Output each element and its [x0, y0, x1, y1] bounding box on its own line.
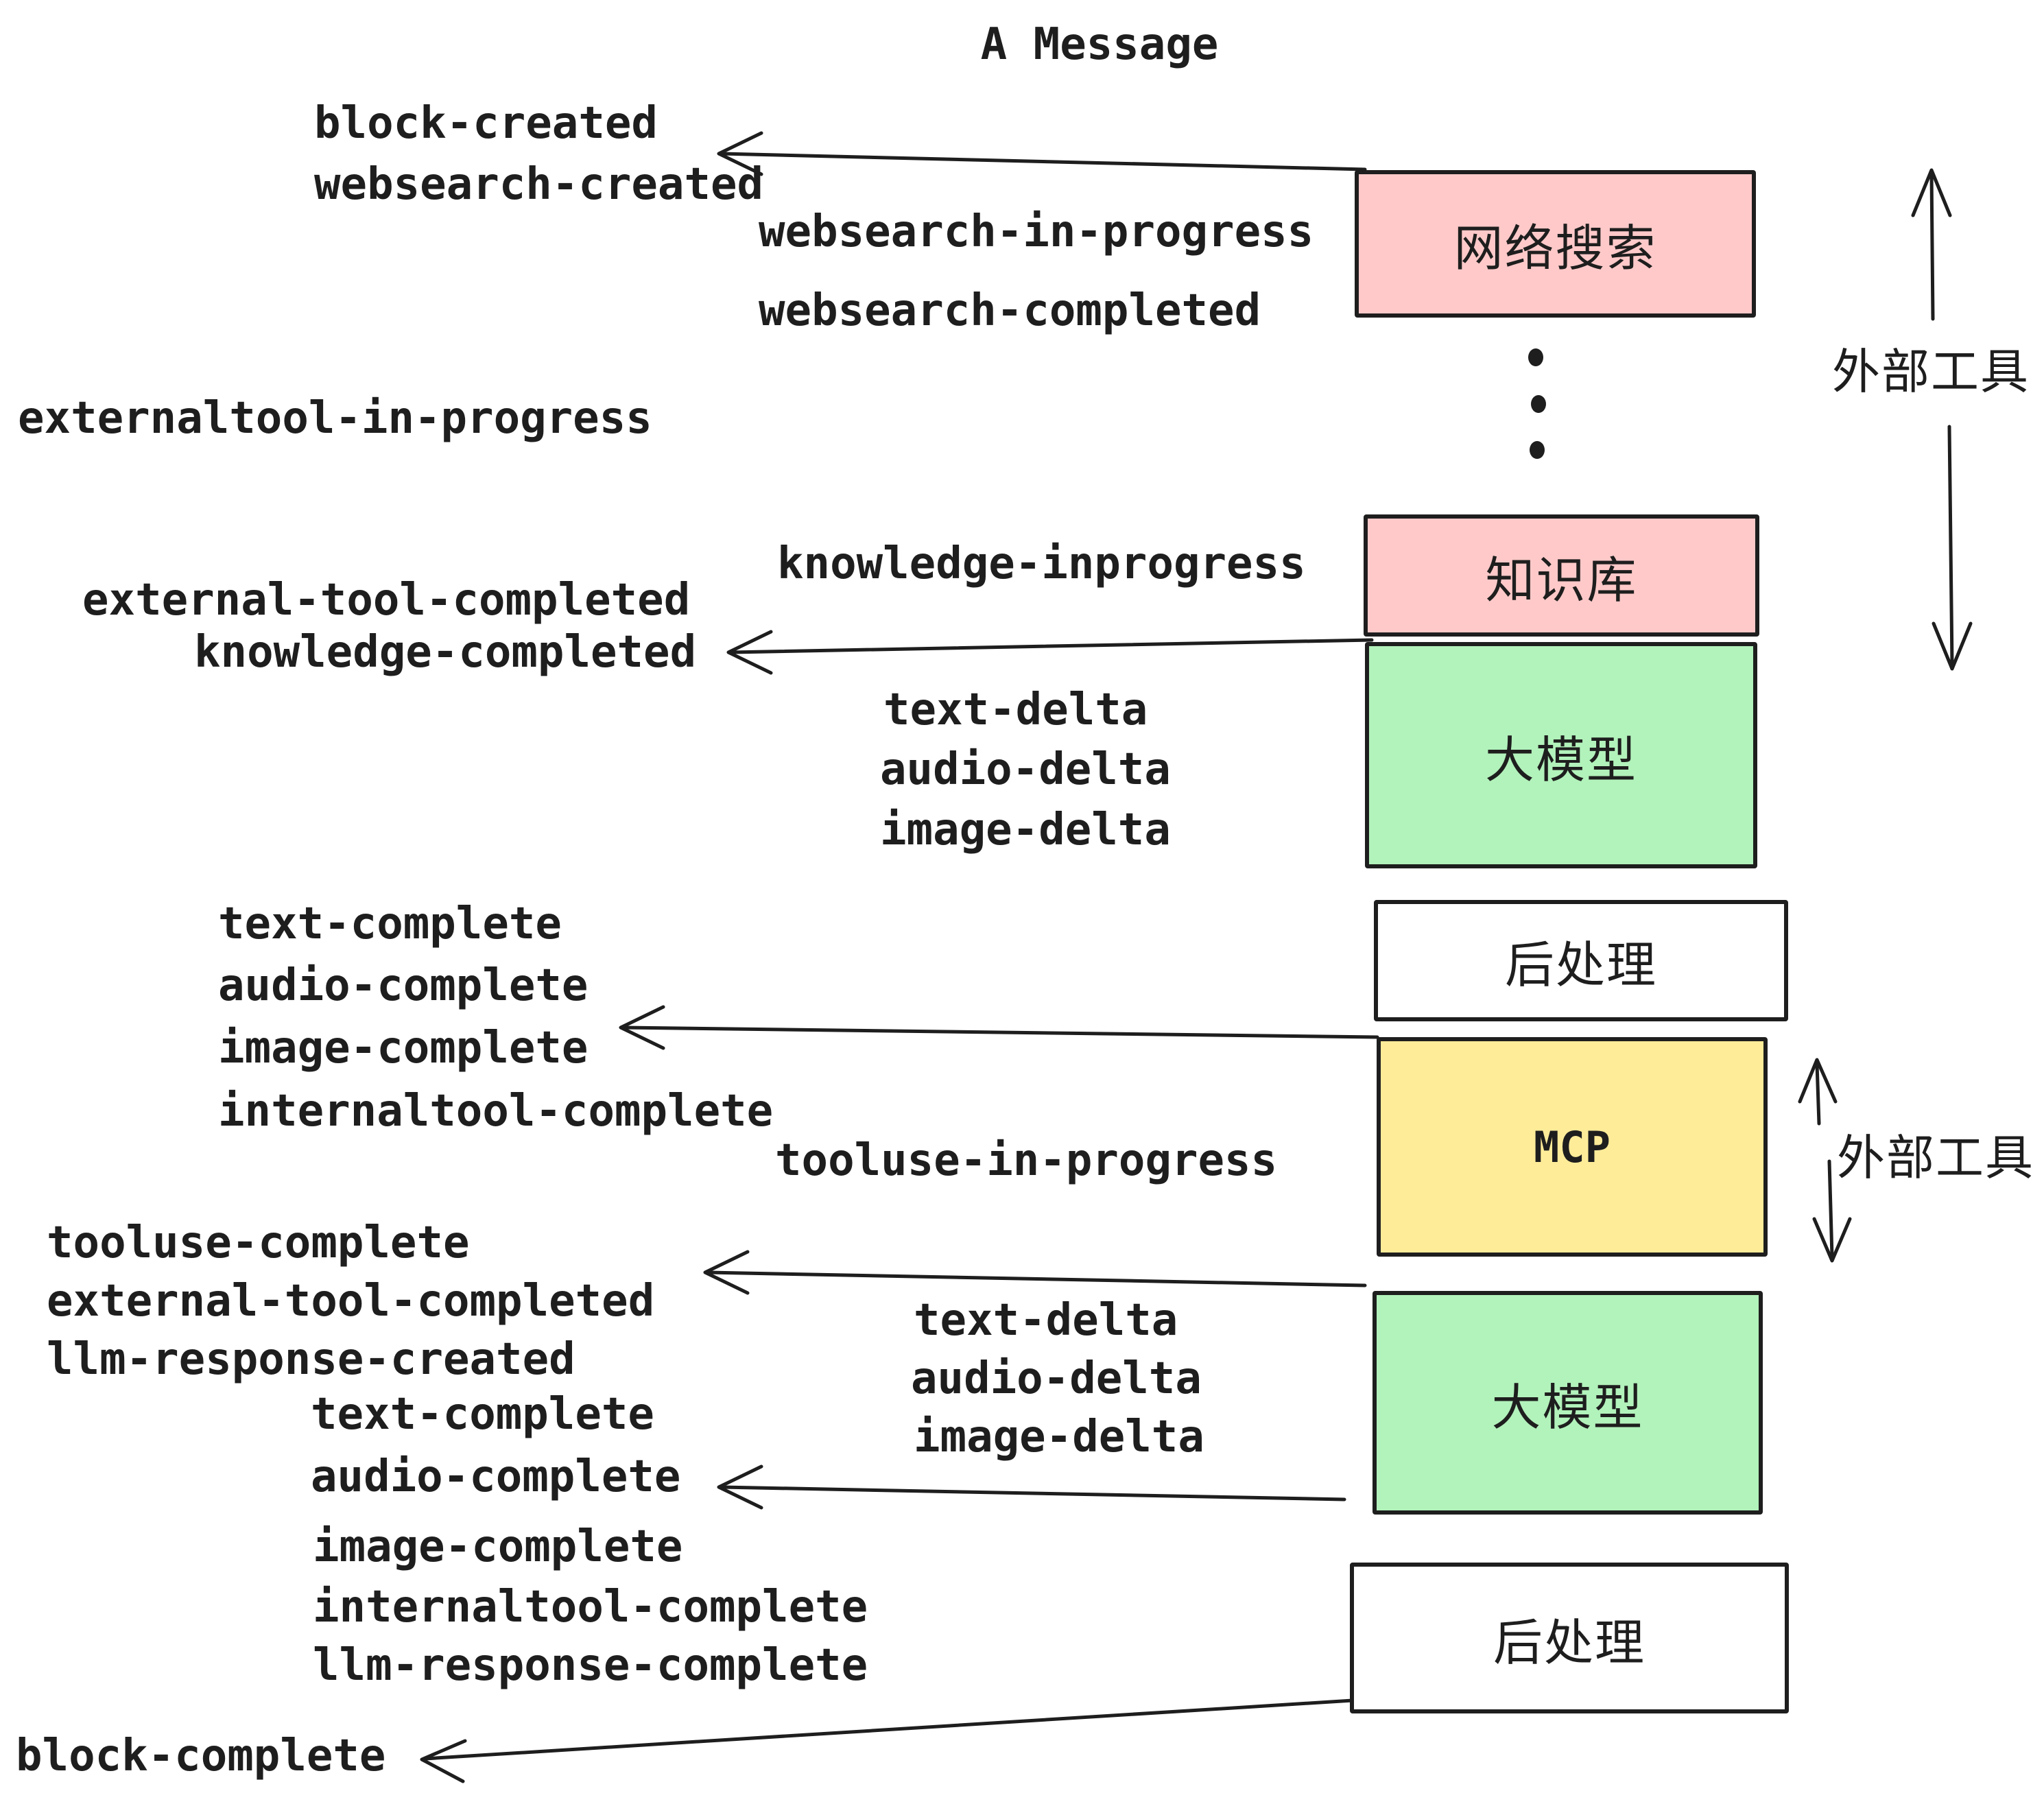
box-knowledge-label: 知识库 — [1485, 553, 1638, 608]
event-image-complete-2: image-complete — [313, 1521, 683, 1572]
box-llm-2: 大模型 — [1372, 1291, 1763, 1515]
event-websearch-in-progress: websearch-in-progress — [759, 206, 1314, 257]
diagram-title: A Message — [980, 19, 1219, 70]
mcp-external-tools-up-arrow — [1798, 1058, 1838, 1126]
arrow-to-audio-complete — [717, 1464, 1346, 1510]
event-knowledge-inprogress: knowledge-inprogress — [777, 538, 1306, 589]
box-postprocess-1: 后处理 — [1374, 900, 1788, 1021]
arrow-to-tooluse-complete — [703, 1250, 1367, 1295]
box-llm-1: 大模型 — [1365, 642, 1757, 868]
event-text-complete-2: text-complete — [311, 1389, 654, 1440]
box-llm-2-label: 大模型 — [1491, 1380, 1644, 1436]
external-tools-label-top: 外部工具 — [1832, 345, 2030, 399]
box-postprocess-1-label: 后处理 — [1504, 938, 1657, 993]
box-websearch: 网络搜索 — [1355, 170, 1756, 318]
event-audio-complete-2: audio-complete — [311, 1451, 681, 1502]
event-tooluse-in-progress: tooluse-in-progress — [775, 1135, 1278, 1186]
ellipsis-dot-1 — [1528, 348, 1543, 366]
event-internaltool-complete-2: internaltool-complete — [313, 1582, 868, 1633]
external-tools-up-arrow — [1911, 168, 1952, 321]
event-knowledge-completed: knowledge-completed — [194, 627, 697, 678]
event-image-complete-1: image-complete — [218, 1023, 589, 1073]
box-knowledge: 知识库 — [1364, 514, 1759, 637]
box-mcp: MCP — [1377, 1037, 1768, 1257]
event-websearch-completed: websearch-completed — [759, 285, 1261, 336]
event-tooluse-complete: tooluse-complete — [47, 1218, 470, 1268]
event-text-delta-1: text-delta — [883, 685, 1148, 735]
arrow-to-image-complete — [619, 1005, 1379, 1050]
event-text-delta-2: text-delta — [914, 1295, 1178, 1346]
event-externaltool-in-progress: externaltool-in-progress — [18, 393, 652, 444]
mcp-external-tools-down-arrow — [1812, 1159, 1852, 1263]
arrow-to-websearch-created — [717, 131, 1367, 176]
event-internaltool-complete-1: internaltool-complete — [218, 1086, 774, 1137]
arrow-to-block-complete — [420, 1698, 1366, 1783]
box-llm-1-label: 大模型 — [1484, 733, 1637, 788]
box-mcp-label: MCP — [1534, 1121, 1611, 1172]
event-llm-response-created: llm-response-created — [47, 1334, 575, 1385]
event-external-tool-completed-2: external-tool-completed — [47, 1276, 655, 1327]
box-websearch-label: 网络搜索 — [1453, 222, 1657, 276]
event-audio-delta-2: audio-delta — [911, 1353, 1202, 1404]
ellipsis-dot-3 — [1530, 441, 1545, 459]
event-external-tool-completed: external-tool-completed — [82, 575, 691, 626]
event-block-complete: block-complete — [16, 1731, 386, 1781]
event-image-delta-2: image-delta — [914, 1412, 1204, 1462]
event-audio-delta-1: audio-delta — [880, 744, 1171, 795]
external-tools-down-arrow — [1932, 425, 1973, 671]
event-llm-response-complete: llm-response-complete — [313, 1640, 868, 1691]
arrow-to-knowledge-completed — [726, 630, 1374, 675]
box-postprocess-2: 后处理 — [1350, 1563, 1789, 1713]
event-websearch-created: websearch-created — [314, 159, 764, 210]
event-block-created: block-created — [314, 98, 658, 149]
event-text-complete-1: text-complete — [218, 899, 562, 949]
external-tools-label-mcp: 外部工具 — [1837, 1131, 2034, 1185]
event-audio-complete-1: audio-complete — [218, 960, 589, 1011]
ellipsis-dot-2 — [1531, 395, 1546, 413]
box-postprocess-2-label: 后处理 — [1493, 1615, 1645, 1671]
event-image-delta-1: image-delta — [880, 805, 1171, 855]
